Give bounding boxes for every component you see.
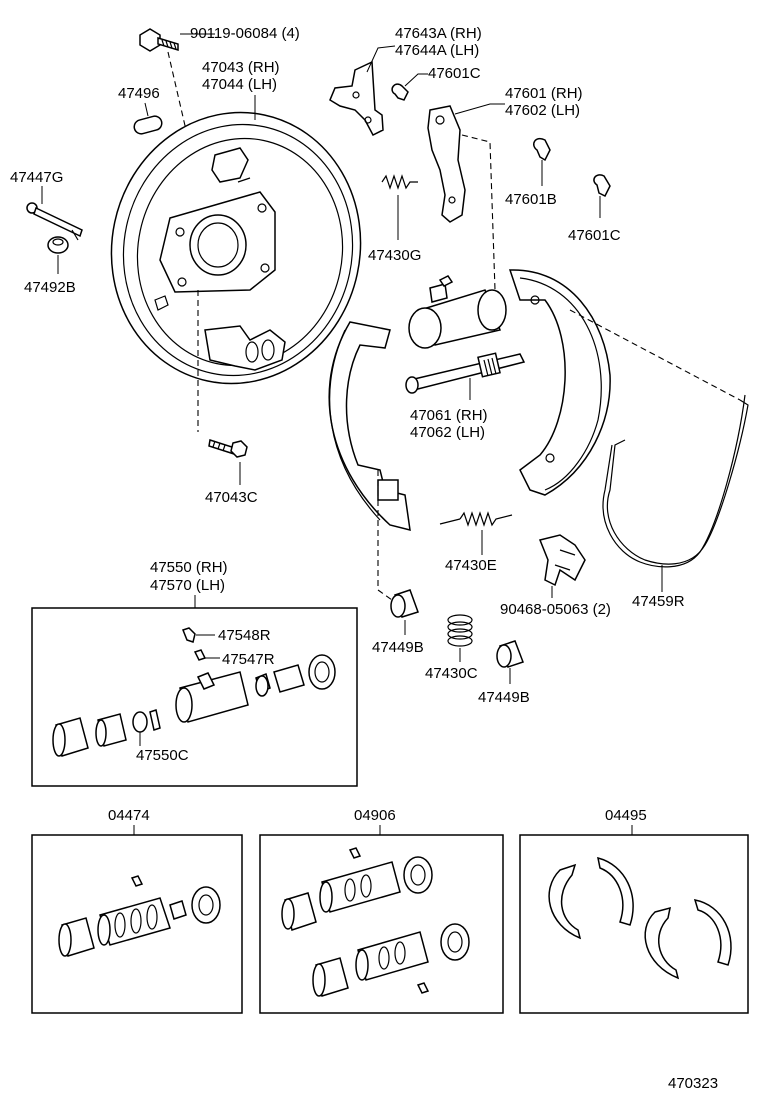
dashline-cable <box>569 309 741 401</box>
label-47570: 47570 (LH) <box>150 577 225 594</box>
label-47547r: 47547R <box>222 651 275 668</box>
label-47550: 47550 (RH) <box>150 559 228 576</box>
label-47043c: 47043C <box>205 489 258 506</box>
spring-47430g <box>381 174 418 240</box>
pin-47447g <box>26 186 83 241</box>
label-04906: 04906 <box>354 807 396 824</box>
label-47496: 47496 <box>118 85 160 102</box>
label-47430c: 47430C <box>425 665 478 682</box>
brake-shoe-left <box>328 321 411 531</box>
label-47602: 47602 (LH) <box>505 102 580 119</box>
lever-47601 <box>427 103 505 223</box>
kit-04495-parts <box>548 856 732 980</box>
label-04495: 04495 <box>605 807 647 824</box>
label-04474: 04474 <box>108 807 150 824</box>
label-47550c: 47550C <box>136 747 189 764</box>
clip-47601c-right <box>593 174 611 218</box>
clip-47601b <box>533 138 551 186</box>
plug-47496 <box>133 102 163 135</box>
dashline-bolt <box>167 51 187 131</box>
wheel-cylinder-47550-parts <box>52 627 336 757</box>
bolt-47043c <box>208 439 248 485</box>
bolt-90119 <box>139 28 215 52</box>
washer-47492b <box>47 236 69 274</box>
label-47447g: 47447G <box>10 169 63 186</box>
label-reference: 470323 <box>668 1075 718 1092</box>
backing-plate-47043 <box>110 95 362 385</box>
kit-04474-parts <box>58 875 221 957</box>
label-90468: 90468-05063 (2) <box>500 601 611 618</box>
box-04906-kit <box>259 834 504 1014</box>
brake-shoe-right <box>508 269 611 496</box>
label-47044: 47044 (LH) <box>202 76 277 93</box>
boot-47449b-right <box>496 640 524 684</box>
label-47601: 47601 (RH) <box>505 85 583 102</box>
label-47430e: 47430E <box>445 557 497 574</box>
label-47644a: 47644A (LH) <box>395 42 479 59</box>
spring-47430c <box>447 614 473 662</box>
box-47550-wheel-cylinder <box>31 607 358 787</box>
label-47062: 47062 (LH) <box>410 424 485 441</box>
spring-47430e <box>439 511 513 555</box>
dashline-lever <box>461 134 496 291</box>
boot-47449b-left <box>390 589 419 635</box>
label-47492b: 47492B <box>24 279 76 296</box>
label-47548r: 47548R <box>218 627 271 644</box>
label-47643a: 47643A (RH) <box>395 25 482 42</box>
label-47430g: 47430G <box>368 247 421 264</box>
label-47061: 47061 (RH) <box>410 407 488 424</box>
kit-04906-parts <box>281 847 470 997</box>
label-47043: 47043 (RH) <box>202 59 280 76</box>
label-47449b-b: 47449B <box>478 689 530 706</box>
label-47449b-a: 47449B <box>372 639 424 656</box>
label-47601c-top: 47601C <box>428 65 481 82</box>
adjuster-47061 <box>405 352 526 400</box>
clip-47601c-top <box>391 73 428 101</box>
clip-90468 <box>538 534 586 598</box>
label-47459r: 47459R <box>632 593 685 610</box>
cable-47459r <box>602 394 749 592</box>
box-04495-kit <box>519 834 749 1014</box>
label-47601c-right: 47601C <box>568 227 621 244</box>
box-04474-kit <box>31 834 243 1014</box>
dashline-shoe-left <box>377 470 393 601</box>
label-90119: 90119-06084 (4) <box>190 25 300 42</box>
label-47601b: 47601B <box>505 191 557 208</box>
bracket-47643a <box>329 45 396 136</box>
wheel-cylinder-exploded <box>408 275 507 349</box>
